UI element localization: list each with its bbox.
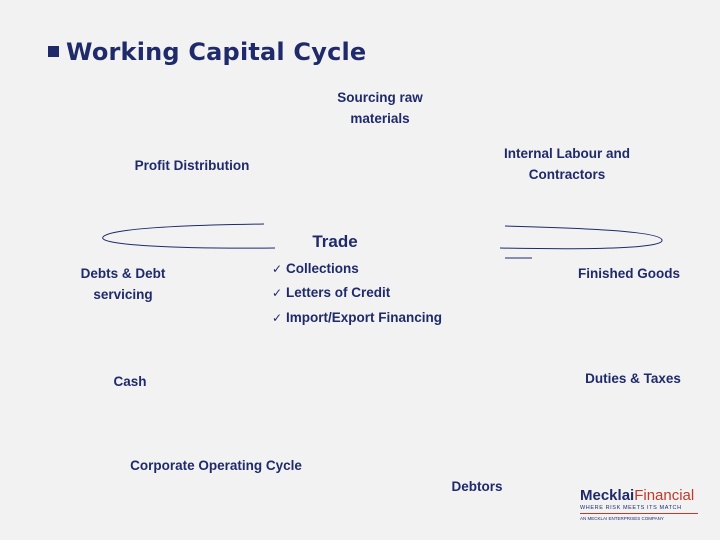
page-title: Working Capital Cycle bbox=[66, 38, 367, 66]
node-finished-goods: Finished Goods bbox=[577, 266, 680, 281]
trade-item-import-export: ✓Import/Export Financing bbox=[272, 310, 443, 325]
node-corporate-cycle: Corporate Operating Cycle bbox=[130, 458, 302, 473]
mecklai-logo: MecklaiFinancial WHERE RISK MEETS ITS MA… bbox=[580, 488, 702, 524]
title-bullet-icon bbox=[48, 46, 59, 57]
node-sourcing: Sourcing raw materials bbox=[337, 90, 423, 126]
node-debts: Debts & Debt servicing bbox=[80, 266, 166, 302]
node-internal-labour: Internal Labour and Contractors bbox=[503, 146, 630, 182]
check-icon: ✓ bbox=[272, 311, 283, 325]
left-cycle-arc bbox=[102, 223, 276, 249]
node-cash: Cash bbox=[113, 374, 147, 389]
node-duties: Duties & Taxes bbox=[585, 371, 681, 386]
trade-item-collections: ✓Collections bbox=[272, 261, 359, 276]
node-debtors: Debtors bbox=[451, 479, 503, 494]
node-profit-distribution: Profit Distribution bbox=[134, 158, 250, 173]
check-icon: ✓ bbox=[272, 286, 283, 300]
right-cycle-arc bbox=[499, 225, 663, 250]
trade-item-letters-of-credit: ✓Letters of Credit bbox=[272, 285, 391, 300]
check-icon: ✓ bbox=[272, 262, 283, 276]
trade-title: Trade bbox=[312, 232, 358, 251]
